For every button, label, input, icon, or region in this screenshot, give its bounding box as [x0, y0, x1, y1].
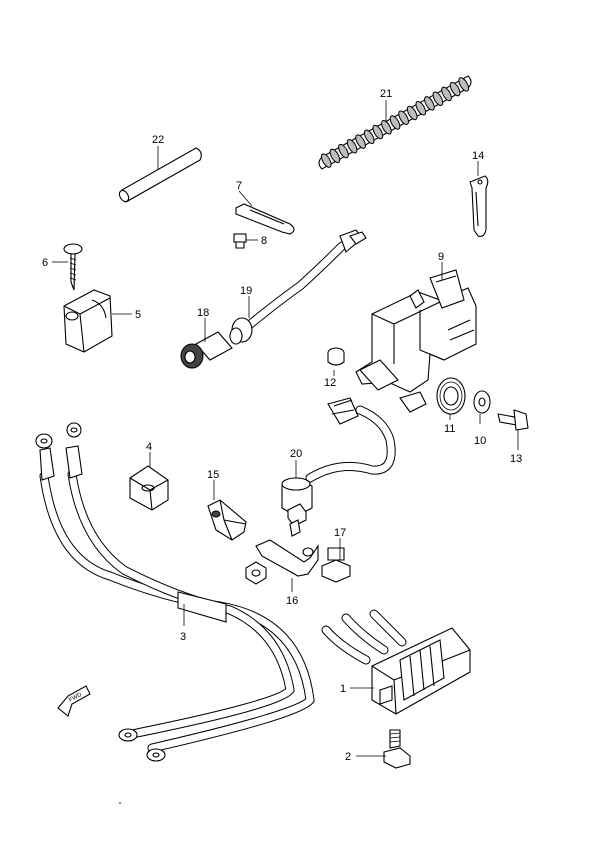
part-6-screw	[63, 243, 83, 291]
callout-14: 14	[472, 150, 484, 162]
part-4-grommet	[129, 465, 169, 511]
nut	[245, 561, 267, 585]
spiral-coil	[449, 81, 461, 97]
callout-7: 7	[236, 180, 242, 192]
callout-13: 13	[510, 453, 522, 465]
spiral-coil	[424, 96, 435, 111]
callout-10: 10	[474, 435, 486, 447]
part-1-rectifier	[321, 609, 471, 715]
callout-8: 8	[261, 235, 267, 247]
part-19-grommet	[229, 317, 253, 345]
callout-2: 2	[345, 751, 351, 763]
spiral-coil	[329, 148, 341, 164]
stray-dot	[119, 802, 121, 804]
part-20-sensor	[281, 477, 313, 537]
spiral-coil	[415, 100, 427, 116]
callout-12: 12	[324, 377, 336, 389]
callout-15: 15	[207, 469, 219, 481]
spiral-coil	[458, 77, 470, 92]
spiral-coil	[406, 105, 418, 121]
spiral-coil	[355, 134, 366, 149]
part-10-washer	[473, 390, 491, 414]
part-7-clip	[235, 203, 295, 235]
callout-16: 16	[286, 595, 298, 607]
part-13-bolt	[497, 409, 529, 431]
spiral-coil	[372, 124, 384, 140]
part-14-strap	[469, 175, 489, 237]
spiral-coil	[389, 115, 401, 130]
callouts: 22 21 14 7 8 6 5 19 18 9 12 11 10 13 20 …	[42, 88, 522, 763]
callout-22: 22	[152, 134, 164, 146]
spiral-coil	[338, 143, 349, 159]
spiral-coil	[432, 91, 444, 106]
callout-21: 21	[380, 88, 392, 100]
callout-18: 18	[197, 307, 209, 319]
part-15-clip	[207, 499, 247, 541]
part-16-bracket	[255, 539, 319, 577]
spiral-coil	[363, 129, 375, 145]
part-21-spiral-wrap	[318, 75, 472, 170]
part-22-tube	[118, 147, 202, 203]
spiral-coil	[320, 153, 332, 168]
callout-4: 4	[146, 441, 152, 453]
callout-17: 17	[334, 527, 346, 539]
callout-6: 6	[42, 257, 48, 269]
part-18-plug	[180, 331, 233, 369]
callout-3: 3	[180, 631, 186, 643]
part-11-grommet	[436, 377, 466, 415]
callout-5: 5	[135, 309, 141, 321]
part-9-bracket	[355, 269, 477, 413]
part-17-bolt	[321, 547, 351, 583]
callout-9: 9	[438, 251, 444, 263]
part-19-wire	[243, 229, 367, 331]
part-12-cap	[327, 347, 345, 366]
callout-19: 19	[240, 285, 252, 297]
part-8-bolt	[233, 233, 247, 249]
part-3-harness	[35, 422, 315, 762]
callout-1: 1	[340, 683, 346, 695]
spiral-coil	[441, 86, 452, 102]
part-2-bolt	[383, 729, 411, 769]
spiral-coil	[346, 139, 358, 154]
spiral-coil	[398, 110, 409, 125]
part-20-wire	[305, 397, 396, 483]
callout-11: 11	[444, 423, 455, 435]
spiral-coil	[381, 120, 392, 135]
fwd-arrow-icon: FWD	[57, 685, 91, 717]
part-5-clamp	[63, 289, 113, 353]
callout-20: 20	[290, 448, 302, 460]
